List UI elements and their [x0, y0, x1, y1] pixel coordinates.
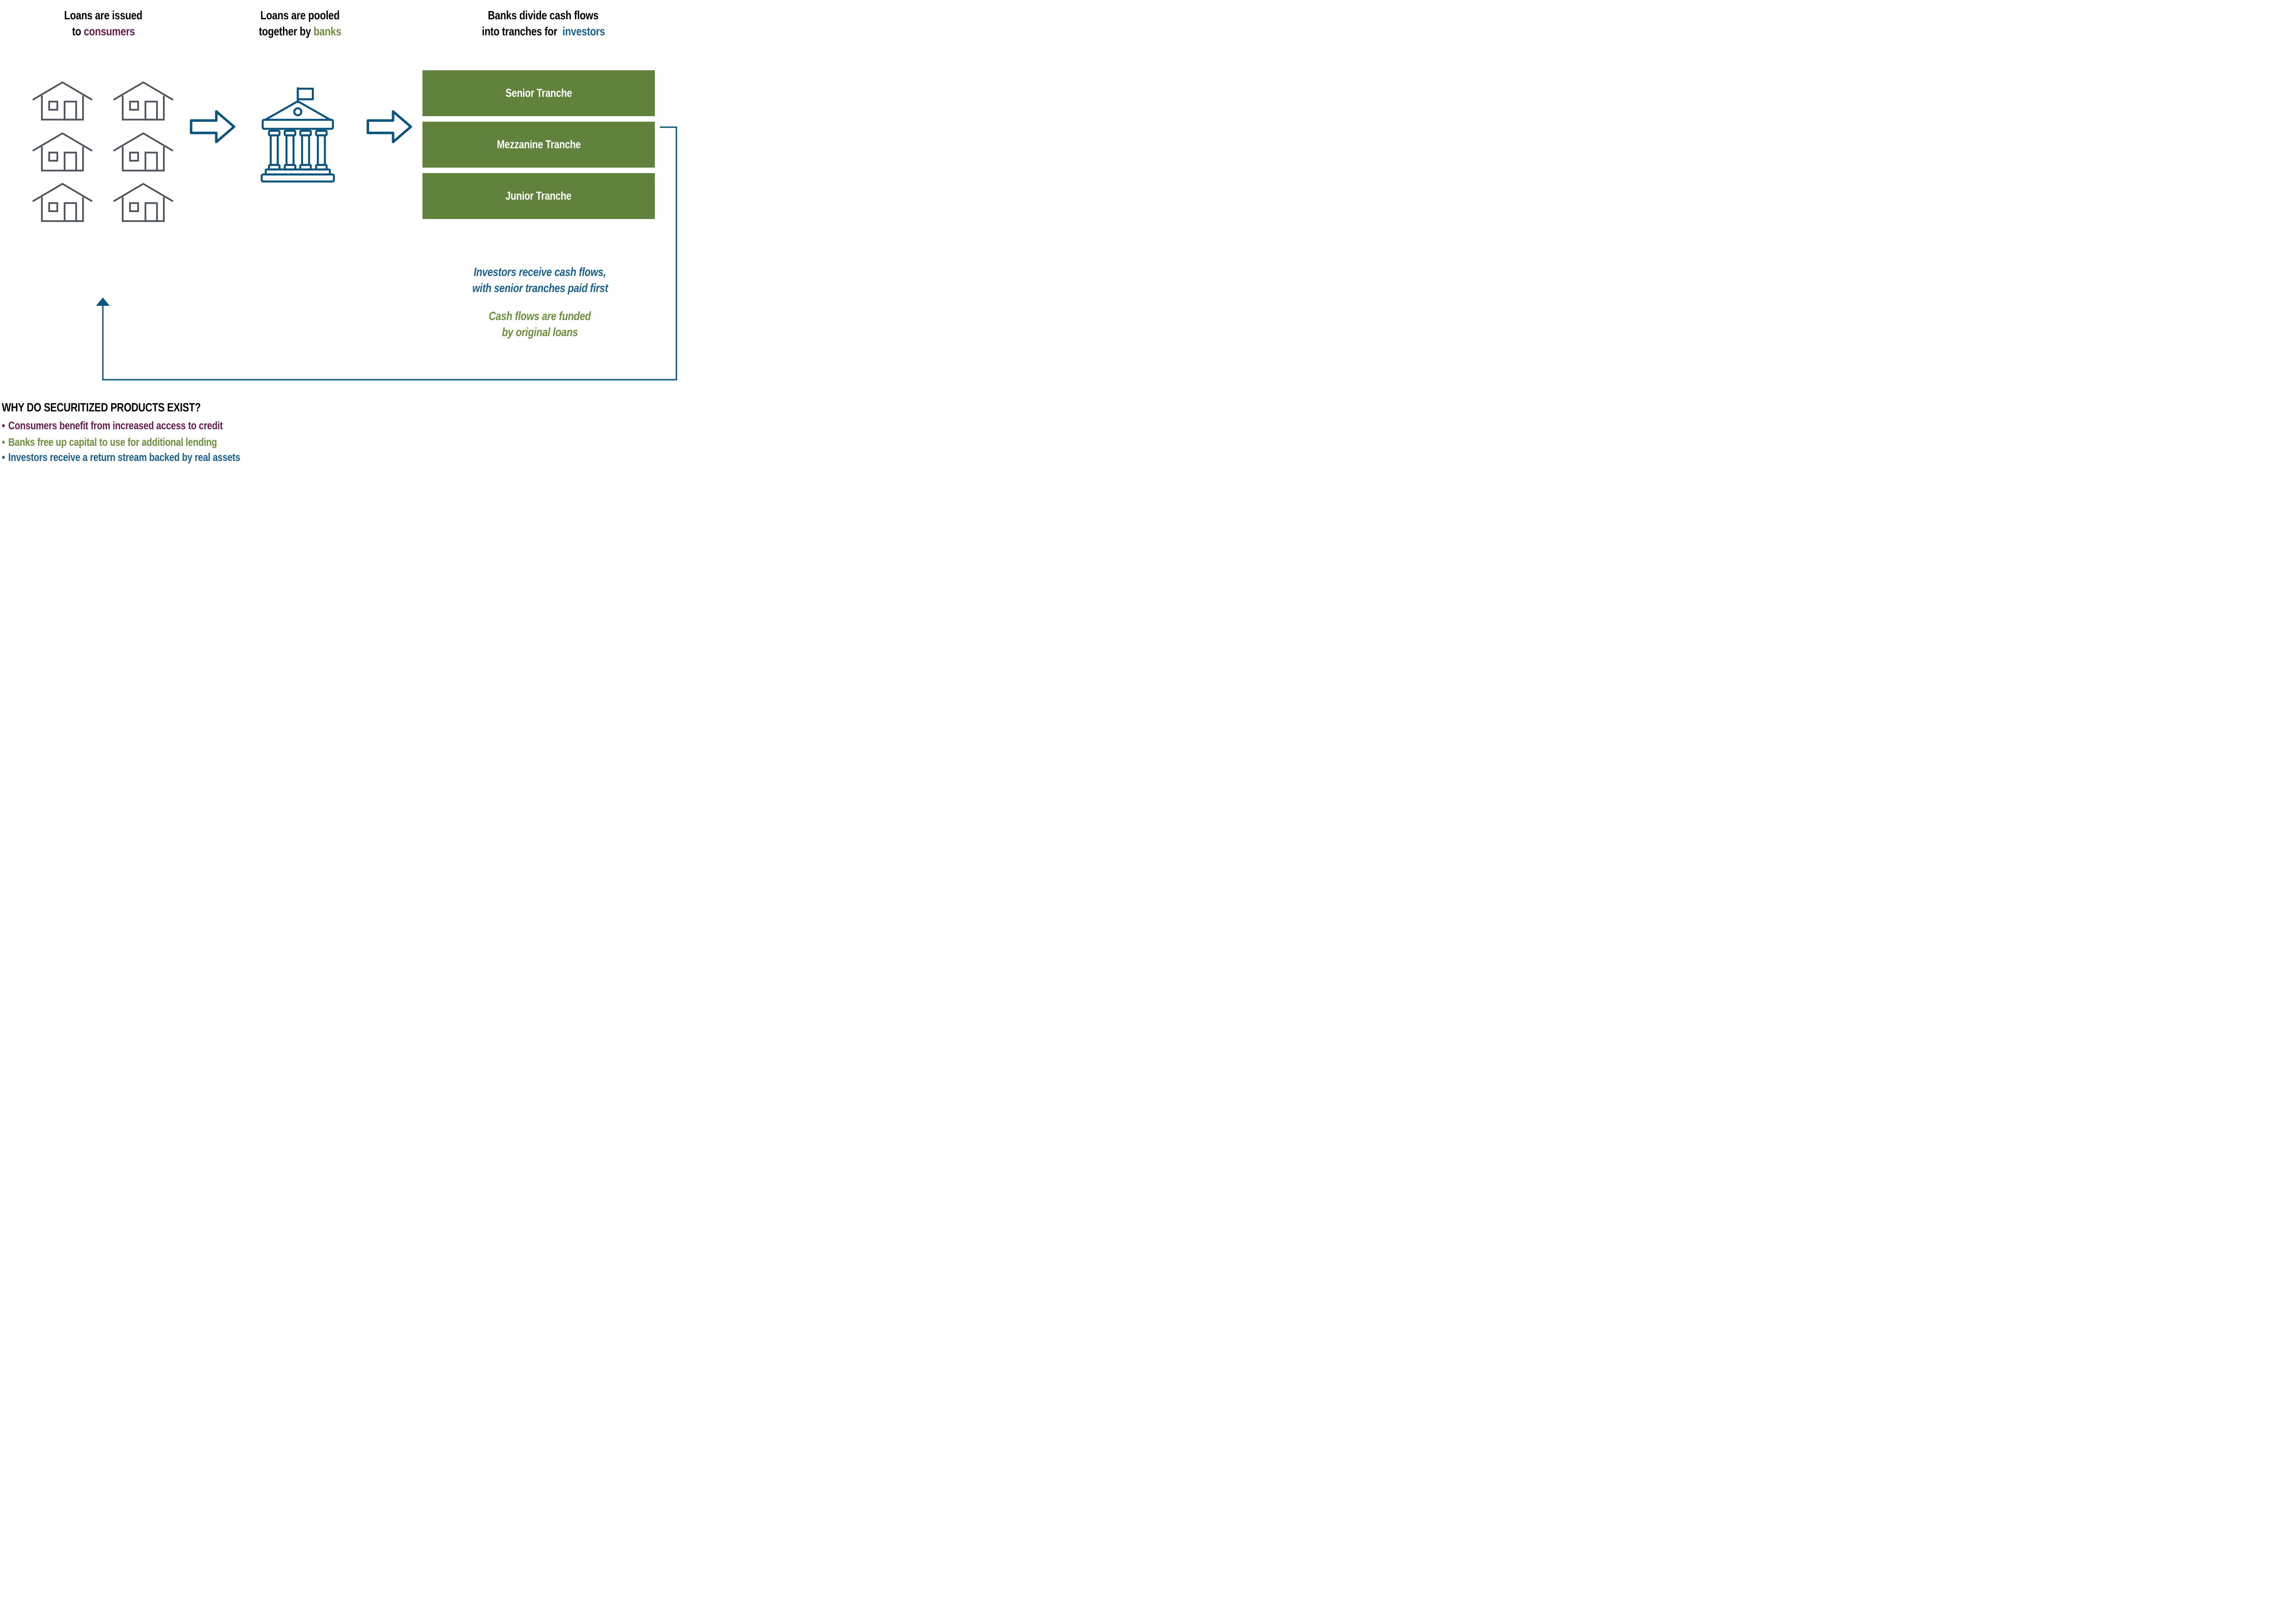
- investors-note-line2: with senior tranches paid first: [472, 281, 608, 295]
- bullet-marker: •: [2, 451, 5, 464]
- bullet-investors-text: Investors receive a return stream backed…: [8, 451, 241, 464]
- step-title-banks-line1: Loans are pooled: [260, 8, 340, 22]
- bullet-investors: •Investors receive a return stream backe…: [2, 451, 293, 464]
- bullet-consumers-text: Consumers benefit from increased access …: [8, 420, 223, 432]
- investors-note-line1: Investors receive cash flows,: [474, 265, 606, 279]
- senior-tranche-label: Senior Tranche: [505, 86, 572, 100]
- cash-note-line1: Cash flows are funded: [489, 309, 591, 323]
- bullet-marker: •: [2, 436, 5, 449]
- house-icon: [30, 129, 95, 174]
- up-arrowhead-icon: [96, 298, 110, 306]
- cash-note-line2: by original loans: [502, 325, 578, 339]
- bullet-banks-text: Banks free up capital to use for additio…: [8, 436, 217, 449]
- step-title-consumers-line1: Loans are issued: [64, 8, 143, 22]
- step-title-investors: Banks divide cash flows into tranches fo…: [463, 7, 624, 39]
- house-icon: [111, 78, 175, 123]
- step-title-banks: Loans are pooled together by banks: [231, 7, 369, 39]
- step-title-banks-line2-prefix: together by: [259, 24, 314, 38]
- step-title-consumers-highlight: consumers: [83, 24, 135, 38]
- step-title-investors-line2-prefix: into tranches for: [482, 24, 563, 38]
- house-icon: [30, 180, 95, 224]
- step-title-investors-line1: Banks divide cash flows: [488, 8, 599, 22]
- mezzanine-tranche-label: Mezzanine Tranche: [496, 138, 581, 151]
- house-icon: [30, 78, 95, 123]
- step-title-banks-highlight: banks: [313, 24, 341, 38]
- investors-cash-flow-note: Investors receive cash flows, with senio…: [425, 264, 655, 296]
- bullet-banks: •Banks free up capital to use for additi…: [2, 436, 264, 449]
- junior-tranche-bar: Junior Tranche: [422, 173, 655, 219]
- bank-icon: [258, 82, 338, 186]
- house-icon: [111, 129, 175, 174]
- right-arrow-icon: [187, 106, 237, 147]
- bullet-consumers: •Consumers benefit from increased access…: [2, 420, 271, 433]
- house-icon: [111, 180, 175, 224]
- bullet-marker: •: [2, 420, 5, 432]
- securitization-flow-diagram: Loans are issued to consumers Loans are …: [0, 0, 715, 469]
- mezzanine-tranche-bar: Mezzanine Tranche: [422, 122, 655, 168]
- right-arrow-icon: [364, 106, 414, 147]
- junior-tranche-label: Junior Tranche: [506, 189, 572, 202]
- step-title-consumers: Loans are issued to consumers: [34, 7, 172, 39]
- step-title-consumers-line2-prefix: to: [72, 24, 84, 38]
- step-title-investors-highlight: investors: [562, 24, 605, 38]
- cash-flows-funded-note: Cash flows are funded by original loans: [425, 308, 655, 340]
- senior-tranche-bar: Senior Tranche: [422, 70, 655, 116]
- why-exist-heading: WHY DO SECURITIZED PRODUCTS EXIST?: [2, 400, 201, 414]
